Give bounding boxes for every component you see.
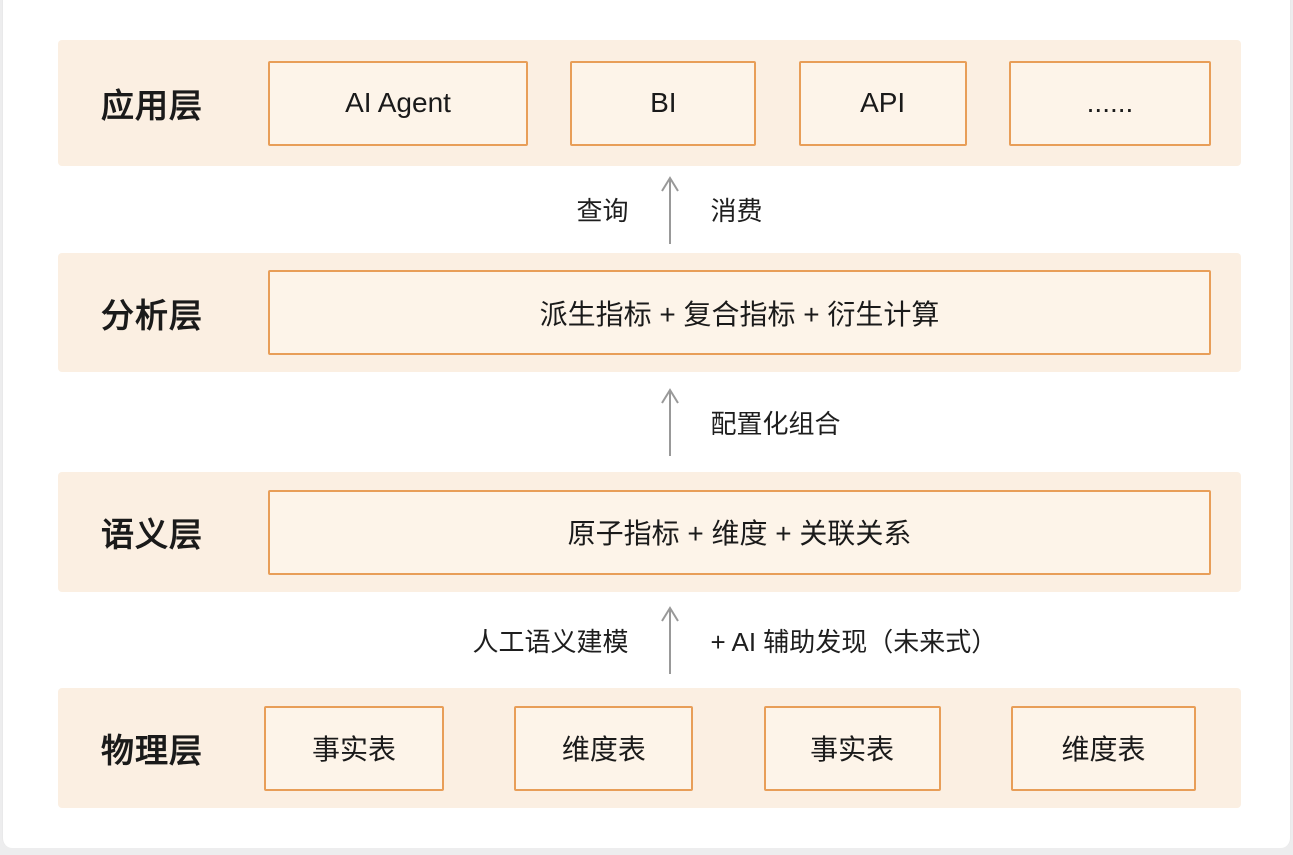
layer-label-analysis: 分析层 — [101, 296, 203, 334]
connector-right-label: 配置化组合 — [710, 408, 841, 439]
connector-semantic-modeling: 人工语义建模 + AI 辅助发现（未来式） — [43, 592, 1293, 688]
physical-boxes: 事实表 维度表 事实表 维度表 — [264, 688, 1196, 808]
layer-label-application: 应用层 — [101, 87, 203, 124]
semantic-boxes: 原子指标 + 维度 + 关联关系 — [268, 472, 1211, 592]
node-ellipsis: ...... — [1008, 60, 1211, 146]
node-api: API — [798, 60, 967, 146]
connector-right-label: 消费 — [710, 196, 763, 226]
node-ai-agent: AI Agent — [268, 60, 528, 146]
node-derived-metrics: 派生指标 + 复合指标 + 衍生计算 — [268, 270, 1211, 355]
up-arrow-icon — [660, 388, 679, 456]
layer-label-semantic: 语义层 — [101, 516, 203, 553]
application-boxes: AI Agent BI API ...... — [268, 40, 1211, 166]
node-fact-table-1: 事实表 — [264, 705, 444, 791]
up-arrow-icon — [660, 175, 679, 244]
connector-configured-composition: 配置化组合 — [43, 372, 1293, 472]
layer-band-physical: 物理层 事实表 维度表 事实表 维度表 — [58, 688, 1241, 808]
up-arrow-icon — [660, 606, 679, 674]
layer-label-physical: 物理层 — [101, 732, 203, 769]
connector-left-label: 查询 — [576, 196, 629, 226]
layer-band-analysis: 分析层 派生指标 + 复合指标 + 衍生计算 — [58, 253, 1241, 372]
connector-query-consume: 查询 消费 — [43, 166, 1293, 253]
connector-left-label: 人工语义建模 — [472, 626, 629, 657]
node-dimension-table-2: 维度表 — [1010, 705, 1196, 791]
layer-band-semantic: 语义层 原子指标 + 维度 + 关联关系 — [58, 472, 1241, 592]
analysis-boxes: 派生指标 + 复合指标 + 衍生计算 — [268, 253, 1211, 372]
layer-band-application: 应用层 AI Agent BI API ...... — [58, 40, 1241, 166]
node-bi: BI — [570, 60, 757, 146]
node-atomic-metrics: 原子指标 + 维度 + 关联关系 — [268, 489, 1211, 575]
connector-right-label: + AI 辅助发现（未来式） — [710, 626, 998, 657]
node-fact-table-2: 事实表 — [763, 705, 941, 791]
node-dimension-table-1: 维度表 — [514, 705, 694, 791]
